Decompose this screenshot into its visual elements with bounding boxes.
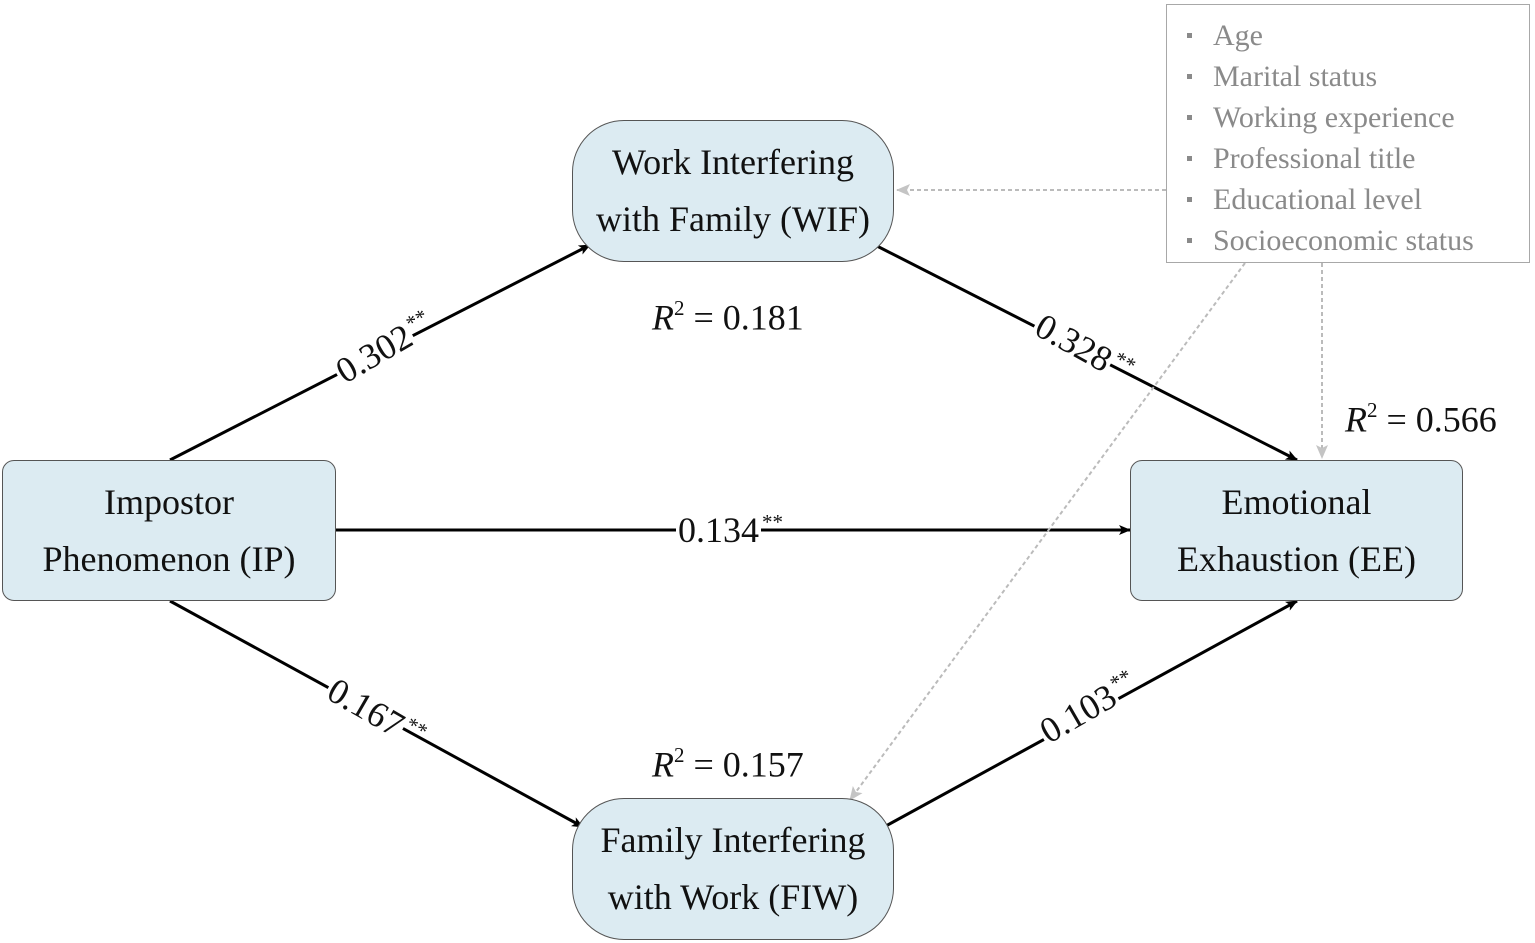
node-label-line: Exhaustion (EE) [1177,538,1416,579]
node-label-line: Emotional [1221,481,1372,522]
significance-marker: ** [762,510,783,535]
work-interfering-with-family-node: Work Interfering with Family (WIF) [572,120,894,262]
r-symbol: R [652,297,674,338]
control-variables-box: Age Marital status Working experience Pr… [1166,4,1530,263]
control-variable-item: Marital status [1187,56,1529,97]
bullet-icon [1187,114,1192,120]
r-exponent: 2 [1367,398,1378,422]
coefficient-value: 0.134 [676,510,761,550]
control-variable-item: Age [1187,15,1529,56]
impostor-phenomenon-node: Impostor Phenomenon (IP) [2,460,336,601]
control-variable-item: Professional title [1187,138,1529,179]
r-squared-ee: R2 = 0.566 [1345,400,1497,438]
family-interfering-with-work-node: Family Interfering with Work (FIW) [572,798,894,940]
node-label-line: Work Interfering [611,142,854,182]
node-label-line: with Family (WIF) [596,199,870,239]
node-label-line: Family Interfering [600,820,866,860]
r-exponent: 2 [674,296,685,320]
r-symbol: R [652,744,674,785]
path-coefficient-ip-ee: 0.134** [676,510,783,550]
r-squared-value: = 0.157 [693,744,804,785]
r-squared-fiw: R2 = 0.157 [652,745,804,783]
control-variable-label: Educational level [1213,183,1423,216]
control-variable-label: Socioeconomic status [1213,224,1474,257]
node-label-line: Impostor [104,481,234,522]
bullet-icon [1187,32,1192,38]
control-variable-item: Working experience [1187,97,1529,138]
bullet-icon [1187,237,1192,243]
control-variable-label: Age [1213,19,1263,52]
bullet-icon [1187,196,1192,202]
r-squared-wif: R2 = 0.181 [652,298,804,336]
control-variable-label: Working experience [1213,101,1455,134]
node-label-line: Phenomenon (IP) [42,538,296,579]
r-symbol: R [1345,399,1367,440]
control-variable-label: Marital status [1213,60,1378,93]
control-variable-label: Professional title [1213,142,1416,175]
control-variable-item: Socioeconomic status [1187,220,1529,261]
node-label-line: with Work (FIW) [607,877,859,917]
control-variable-item: Educational level [1187,179,1529,220]
r-exponent: 2 [674,743,685,767]
r-squared-value: = 0.566 [1386,399,1497,440]
bullet-icon [1187,155,1192,161]
emotional-exhaustion-node: Emotional Exhaustion (EE) [1130,460,1463,601]
bullet-icon [1187,73,1192,79]
control-arrow-to-fiw [849,262,1246,801]
r-squared-value: = 0.181 [693,297,804,338]
